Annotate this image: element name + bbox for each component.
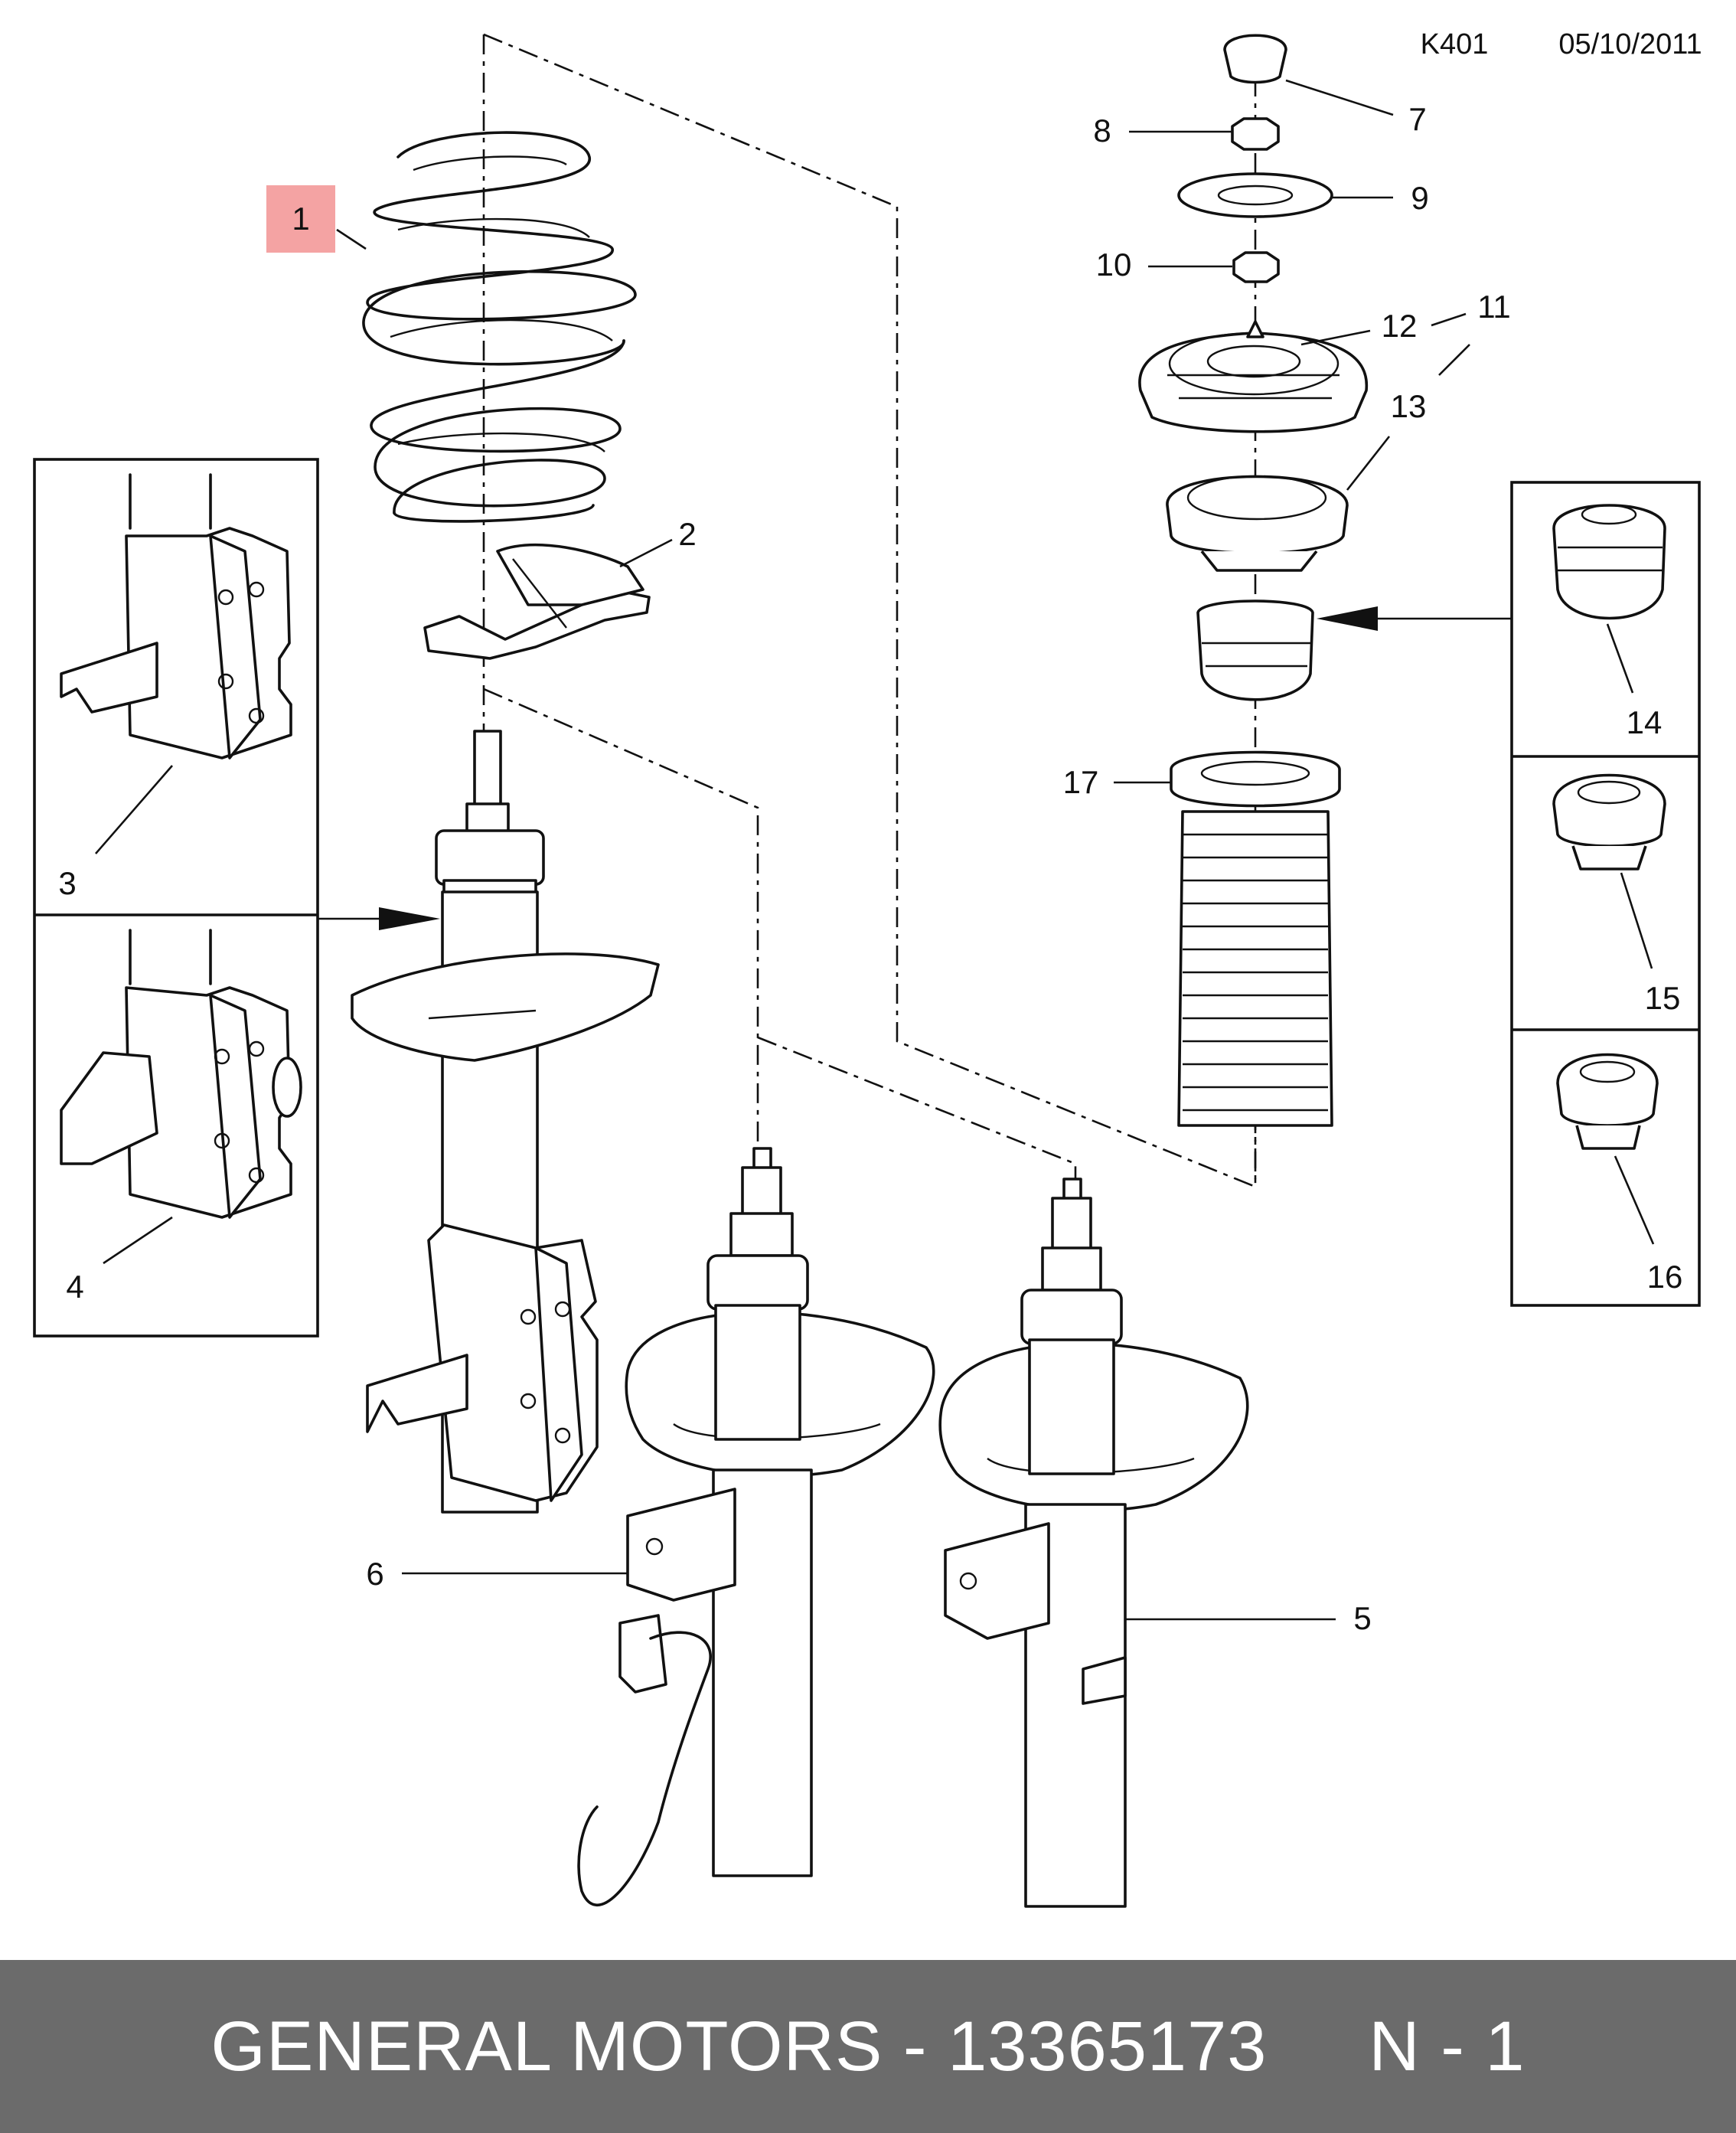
top-mount (1138, 320, 1369, 433)
callout-13: 13 (1391, 388, 1427, 424)
bump-stop-variant-16 (1556, 1053, 1659, 1150)
callout-5: 5 (1353, 1600, 1371, 1636)
coil-spring (362, 131, 637, 523)
callout-15: 15 (1645, 980, 1681, 1016)
footer-bar: GENERAL MOTORS - 13365173 N - 1 (0, 1960, 1736, 2133)
footer-part-number: GENERAL MOTORS - 13365173 N - 1 (210, 2007, 1526, 2086)
callout-7: 7 (1408, 101, 1426, 137)
strut-middle (577, 1147, 935, 1907)
callout-1: 1 (292, 201, 309, 237)
callout-6: 6 (366, 1556, 383, 1592)
arrow-to-strut (379, 907, 440, 930)
strut-assembly-left (351, 730, 660, 1514)
callout-14: 14 (1627, 704, 1663, 740)
callout-1-highlight (266, 185, 335, 253)
arrow-to-bump-stop (1317, 606, 1378, 631)
callout-2: 2 (678, 516, 696, 552)
callout-12: 12 (1382, 308, 1418, 344)
bracket-variant-3 (60, 473, 292, 759)
callout-10: 10 (1096, 247, 1132, 283)
bracket-variant-4 (60, 929, 302, 1219)
spring-seat (423, 543, 651, 660)
parts-diagram: K401 05/10/2011 1 2 (33, 28, 1702, 1908)
callout-3: 3 (58, 865, 76, 901)
boot (1170, 750, 1341, 1127)
bump-stop (1196, 599, 1314, 701)
callout-11: 11 (1477, 289, 1511, 325)
drawing-date: 05/10/2011 (1558, 28, 1702, 60)
callout-9: 9 (1411, 180, 1428, 216)
bearing (1166, 475, 1349, 572)
nut-upper (1231, 117, 1280, 151)
washer (1177, 172, 1333, 218)
callout-16: 16 (1647, 1259, 1683, 1295)
exploded-view-drawing: K401 05/10/2011 1 2 (33, 28, 1702, 1908)
callout-17: 17 (1063, 764, 1099, 800)
inset-box-left (33, 458, 319, 1338)
callout-4: 4 (66, 1269, 83, 1305)
dust-cap (1223, 34, 1287, 84)
bump-stop-variant-15 (1552, 773, 1666, 871)
nut-lower (1232, 251, 1280, 283)
callout-8: 8 (1093, 113, 1111, 149)
strut-right (938, 1178, 1249, 1908)
bump-stop-variant-14 (1552, 504, 1666, 620)
inset-box-right (1510, 481, 1701, 1307)
drawing-code: K401 (1421, 28, 1489, 60)
